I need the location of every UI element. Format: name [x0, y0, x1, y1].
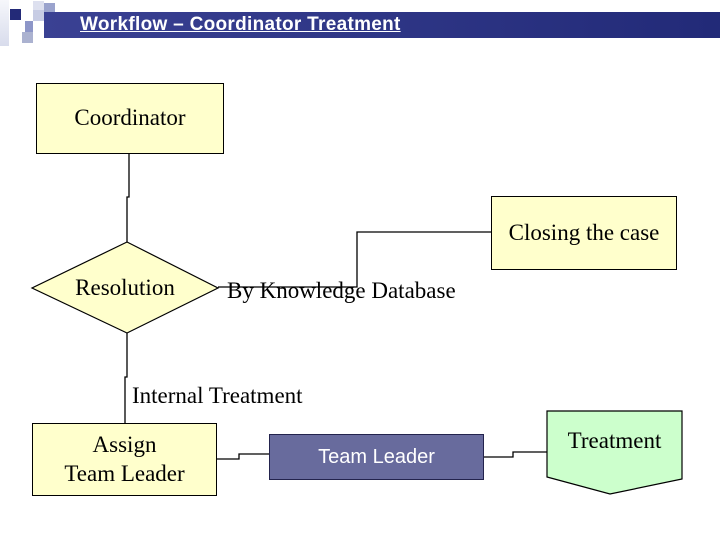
annotation-internal-treatment: Internal Treatment: [132, 383, 303, 408]
decoration-square-light-top: [33, 1, 44, 10]
node-resolution-label: Resolution: [75, 274, 175, 300]
treatment-banner-shape: [546, 410, 683, 495]
connector-resolution-assign: [124, 333, 128, 423]
node-coordinator-label: Coordinator: [74, 105, 186, 131]
node-team-leader: Team Leader: [269, 434, 484, 480]
node-assign-label-line1: Assign: [92, 431, 157, 457]
node-assign-team-leader: Assign Team Leader: [32, 423, 217, 496]
connector-coordinator-resolution: [126, 154, 130, 242]
node-assign-label-line2: Team Leader: [64, 460, 185, 486]
node-resolution-label-container: Resolution: [32, 242, 218, 333]
decoration-square-navy: [10, 9, 21, 20]
decoration-square-gray: [22, 32, 33, 43]
decoration-square-light: [33, 10, 44, 21]
node-treatment-label-container: Treatment: [547, 411, 682, 471]
node-coordinator: Coordinator: [36, 83, 224, 154]
node-treatment-label: Treatment: [567, 428, 662, 453]
decoration-square-medium: [44, 3, 55, 13]
connector-teamleader-treatment: [483, 451, 547, 458]
decoration-square-blue: [25, 21, 33, 32]
node-closing-label: Closing the case: [508, 219, 660, 245]
slide-title: Workflow – Coordinator Treatment: [80, 14, 401, 35]
node-team-leader-label: Team Leader: [318, 445, 435, 468]
corner-decoration-strip: [0, 0, 9, 46]
connector-resolution-closing: [218, 231, 491, 288]
title-bar: Workflow – Coordinator Treatment: [44, 12, 720, 38]
connector-assign-teamleader: [217, 453, 269, 460]
resolution-diamond-shape: [30, 241, 220, 334]
annotation-by-knowledge-database: By Knowledge Database: [227, 278, 456, 303]
node-closing-the-case: Closing the case: [491, 196, 677, 270]
node-assign-label: Assign Team Leader: [64, 431, 184, 489]
